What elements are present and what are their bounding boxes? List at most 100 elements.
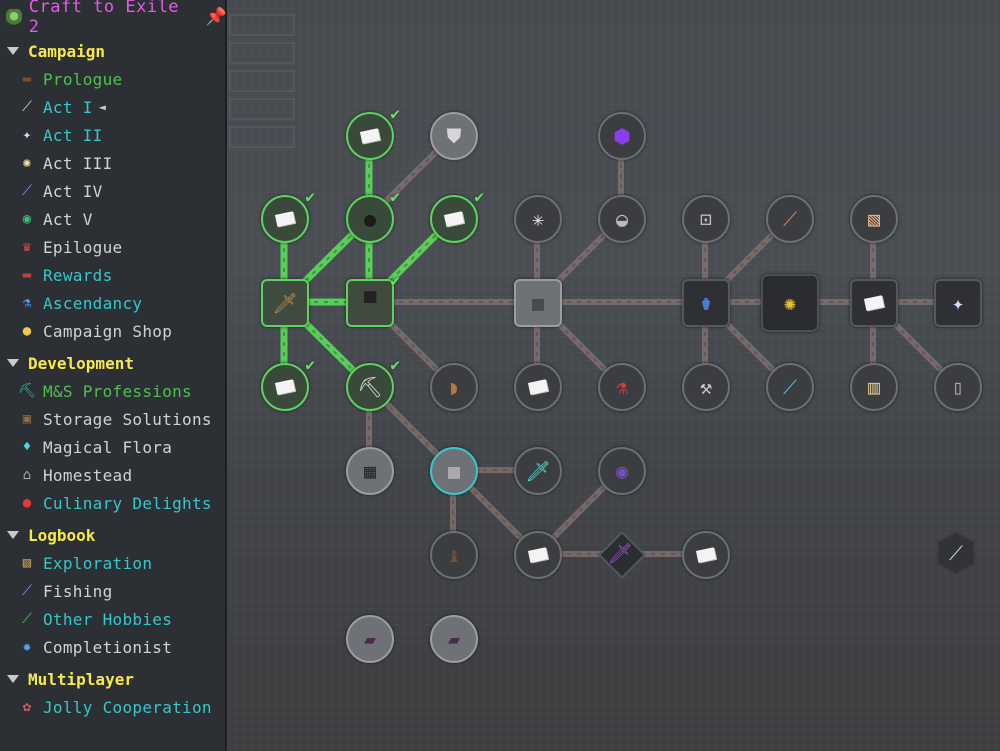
pin-icon[interactable]: 📌 [205, 7, 227, 27]
gold-tome-icon: ✺ [783, 291, 797, 315]
chapter-magical-flora[interactable]: ♦Magical Flora [0, 434, 227, 460]
collapse-arrow-icon[interactable] [7, 359, 19, 367]
ghost-bar [229, 126, 295, 148]
category-logbook[interactable]: Logbook [0, 522, 227, 548]
paper-icon [274, 379, 296, 395]
chapter-act-i[interactable]: ⟋Act I◄ [0, 94, 227, 120]
quest-node-paper-mid[interactable]: ✔ [430, 187, 484, 243]
quest-node-red-potion[interactable]: ⚗ [598, 363, 646, 411]
orb-icon: ⬢ [613, 124, 631, 148]
questbook-header[interactable]: Craft to Exile 2 📌 [0, 0, 227, 37]
quest-node-chestplate[interactable]: ⛊ [430, 112, 478, 160]
chapter-label: Epilogue [43, 237, 123, 257]
chapter-ascendancy[interactable]: ⚗Ascendancy [0, 290, 227, 316]
chapter-act-ii[interactable]: ✦Act II [0, 122, 227, 148]
quest-node-paper-right[interactable] [850, 279, 898, 327]
quest-node-lantern[interactable]: ▯ [934, 363, 982, 411]
quest-node-anvil[interactable]: ■ [514, 279, 562, 327]
category-label: Campaign [28, 41, 106, 61]
chapter-label: Fishing [43, 581, 113, 601]
quest-node-void-sword[interactable]: 🗡 [598, 531, 642, 575]
chapter-campaign-shop[interactable]: ●Campaign Shop [0, 318, 227, 344]
quest-node-axe[interactable]: ⚒ [682, 363, 730, 411]
quest-node-paper-bottom-left[interactable]: ✔ [261, 355, 315, 411]
chapter-storage-solutions[interactable]: ▣Storage Solutions [0, 406, 227, 432]
quest-node-furnace[interactable]: ◒ [598, 195, 646, 243]
chapter-epilogue[interactable]: ♛Epilogue [0, 234, 227, 260]
quest-node-scroll[interactable]: ▥ [850, 363, 898, 411]
house-icon: ⌂ [22, 467, 32, 483]
quest-node-cauldron[interactable]: ▀✔ [346, 271, 400, 327]
quest-node-staff-1[interactable]: ⟋ [766, 195, 814, 243]
quest-node-purple-orb[interactable]: ⬢ [598, 112, 646, 160]
completed-check-icon: ✔ [305, 187, 315, 206]
quest-node-cobweb[interactable]: ✳ [514, 195, 562, 243]
nether-star-icon: ✦ [951, 291, 965, 315]
quest-node-spellbook-1[interactable]: ▰ [346, 615, 394, 663]
chapter-act-iv[interactable]: ⟋Act IV [0, 178, 227, 204]
category-campaign[interactable]: Campaign [0, 38, 227, 64]
quest-node-table[interactable]: ⊡ [682, 195, 730, 243]
cauldron-icon: ▀ [363, 291, 377, 315]
chapter-rewards[interactable]: ▬Rewards [0, 262, 227, 288]
chapter-fishing[interactable]: ⟋Fishing [0, 578, 227, 604]
quest-node-paper-top[interactable]: ✔ [346, 104, 400, 160]
chapter-culinary-delights[interactable]: ●Culinary Delights [0, 490, 227, 516]
chapter-act-v[interactable]: ◉Act V [0, 206, 227, 232]
quest-node-gold-book[interactable]: ✺ [761, 274, 819, 332]
chapter-label: Exploration [43, 553, 153, 573]
diamond-sword-icon: 🗡 [525, 459, 551, 483]
quest-node-nether-star[interactable]: ✦ [934, 279, 982, 327]
furnace-icon: ◒ [615, 207, 629, 231]
quest-node-obsidian[interactable]: ◉ [598, 447, 646, 495]
collapse-arrow-icon[interactable] [7, 675, 19, 683]
quest-node-paper-center[interactable] [514, 363, 562, 411]
chapter-other-hobbies[interactable]: ⟋Other Hobbies [0, 606, 227, 632]
chapter-exploration[interactable]: ▧Exploration [0, 550, 227, 576]
leather-icon: ◗ [447, 375, 461, 399]
chapter-m-s-professions[interactable]: ⛏M&S Professions [0, 378, 227, 404]
category-multiplayer[interactable]: Multiplayer [0, 666, 227, 692]
quest-tree-canvas[interactable]: 🗡 ✔ ✔ ✔ ●✔ ▀✔ ⛏✔ ⛊ ✔ ◗ ▦ ■ ♝ ▰ ▰ 🗡 ◉ 🗡 ■ ✳ ⬢ ◒ ⚗ ⚱ ⊡ ⚒ ✺ ⟋ ⟋ ▧ ▥ ✦ ▯ ⟋ [227, 0, 1000, 751]
quest-node-diamond-sword[interactable]: 🗡 [514, 447, 562, 495]
quest-node-selected[interactable]: ■ [430, 447, 478, 495]
quest-node-spellbook-2[interactable]: ▰ [430, 615, 478, 663]
chapter-homestead[interactable]: ⌂Homestead [0, 462, 227, 488]
chestplate-icon: ⛊ [446, 124, 462, 148]
quest-node-paper-low-right[interactable] [682, 531, 730, 579]
void-sword-icon: 🗡 [607, 541, 633, 565]
chapter-label: Act I [43, 97, 93, 117]
collapse-arrow-icon[interactable] [7, 531, 19, 539]
quest-node-map[interactable]: ▧ [850, 195, 898, 243]
quest-node-blue-potion[interactable]: ⚱ [682, 279, 730, 327]
chapter-label: Jolly Cooperation [43, 697, 212, 717]
current-chapter-marker-icon: ◄ [98, 100, 106, 114]
chapter-label: M&S Professions [43, 381, 192, 401]
treasure-map-icon: ▧ [867, 207, 881, 231]
mana-potion-icon: ⚱ [699, 291, 713, 315]
quest-node-leather[interactable]: ◗ [430, 363, 478, 411]
quest-node-pickaxe[interactable]: ⛏✔ [346, 355, 400, 411]
chapter-act-iii[interactable]: ✺Act III [0, 150, 227, 176]
wand-icon: ⟋ [783, 375, 797, 399]
quest-node-paper-low[interactable] [514, 531, 562, 579]
quest-node-bomb[interactable]: ●✔ [346, 187, 400, 243]
star-icon: ✦ [22, 127, 32, 143]
gear-icon: ✺ [22, 155, 32, 171]
category-label: Multiplayer [28, 669, 134, 689]
chapter-completionist[interactable]: ✹Completionist [0, 634, 227, 660]
chapter-label: Act V [43, 209, 93, 229]
quest-node-pouch[interactable]: ♝ [430, 531, 478, 579]
chapter-prologue[interactable]: ▬Prologue [0, 66, 227, 92]
quest-node-paper-top-left[interactable]: ✔ [261, 187, 315, 243]
collapse-arrow-icon[interactable] [7, 47, 19, 55]
quest-node-staff-2[interactable]: ⟋ [766, 363, 814, 411]
quest-node-mesh[interactable]: ▦ [346, 447, 394, 495]
lantern-icon: ▯ [951, 375, 965, 399]
quest-node-sword[interactable]: 🗡 [261, 279, 309, 327]
ghost-bar [229, 14, 295, 36]
chapter-label: Act IV [43, 181, 103, 201]
category-development[interactable]: Development [0, 350, 227, 376]
chapter-jolly-cooperation[interactable]: ✿Jolly Cooperation [0, 694, 227, 720]
quest-node-hex-sword[interactable]: ⟋ [934, 531, 978, 575]
